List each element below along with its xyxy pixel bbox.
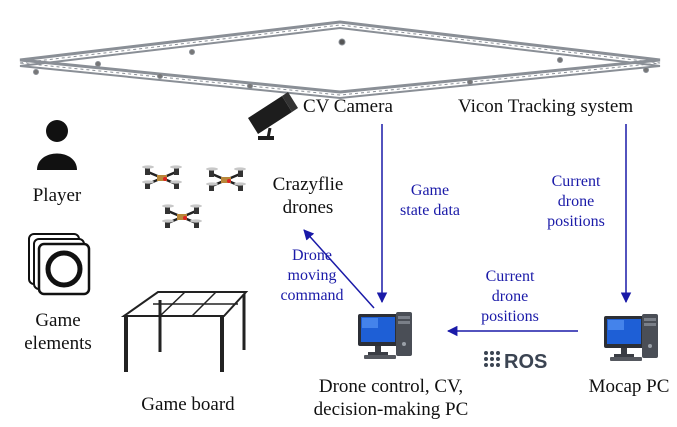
game-state-label-2: state data (400, 202, 460, 219)
game-state-label-1: Game (411, 182, 449, 199)
vicon-positions-label-1: Current (552, 173, 601, 190)
table-icon (120, 291, 249, 372)
drone-icon (160, 203, 204, 230)
mocap-positions-label-3: positions (481, 308, 539, 325)
crazyflie-label-1: Crazyflie (273, 174, 344, 195)
player-label: Player (33, 185, 82, 206)
control-pc-label-1: Drone control, CV, (319, 376, 463, 397)
drone-command-label-2: moving (288, 267, 337, 284)
card-icon (28, 233, 91, 296)
drone-icon (140, 164, 184, 191)
truss-frame (19, 20, 661, 100)
drone-command-arrow (303, 229, 375, 309)
drone-icon (204, 166, 248, 193)
drone-command-label-3: command (280, 287, 343, 304)
game-elements-label-2: elements (24, 333, 92, 354)
mocap-positions-label-2: drone (492, 288, 528, 305)
game-board-label: Game board (141, 394, 235, 415)
ros-logo-text: ROS (504, 351, 547, 373)
mocap-pc-label: Mocap PC (589, 376, 670, 397)
security-camera-icon (248, 92, 298, 140)
computer-icon (358, 312, 412, 359)
mocap-positions-label-1: Current (486, 268, 535, 285)
control-pc-label-2: decision-making PC (314, 399, 469, 420)
vicon-positions-label-3: positions (547, 213, 605, 230)
vicon-label: Vicon Tracking system (458, 96, 633, 117)
person-icon (37, 120, 77, 170)
game-elements-label-1: Game (35, 310, 80, 331)
computer-icon (604, 314, 658, 361)
crazyflie-label-2: drones (283, 197, 334, 218)
ros-logo (484, 351, 500, 367)
vicon-positions-label-2: drone (558, 193, 594, 210)
drone-command-label-1: Drone (292, 247, 332, 264)
cv-camera-label: CV Camera (303, 96, 393, 117)
